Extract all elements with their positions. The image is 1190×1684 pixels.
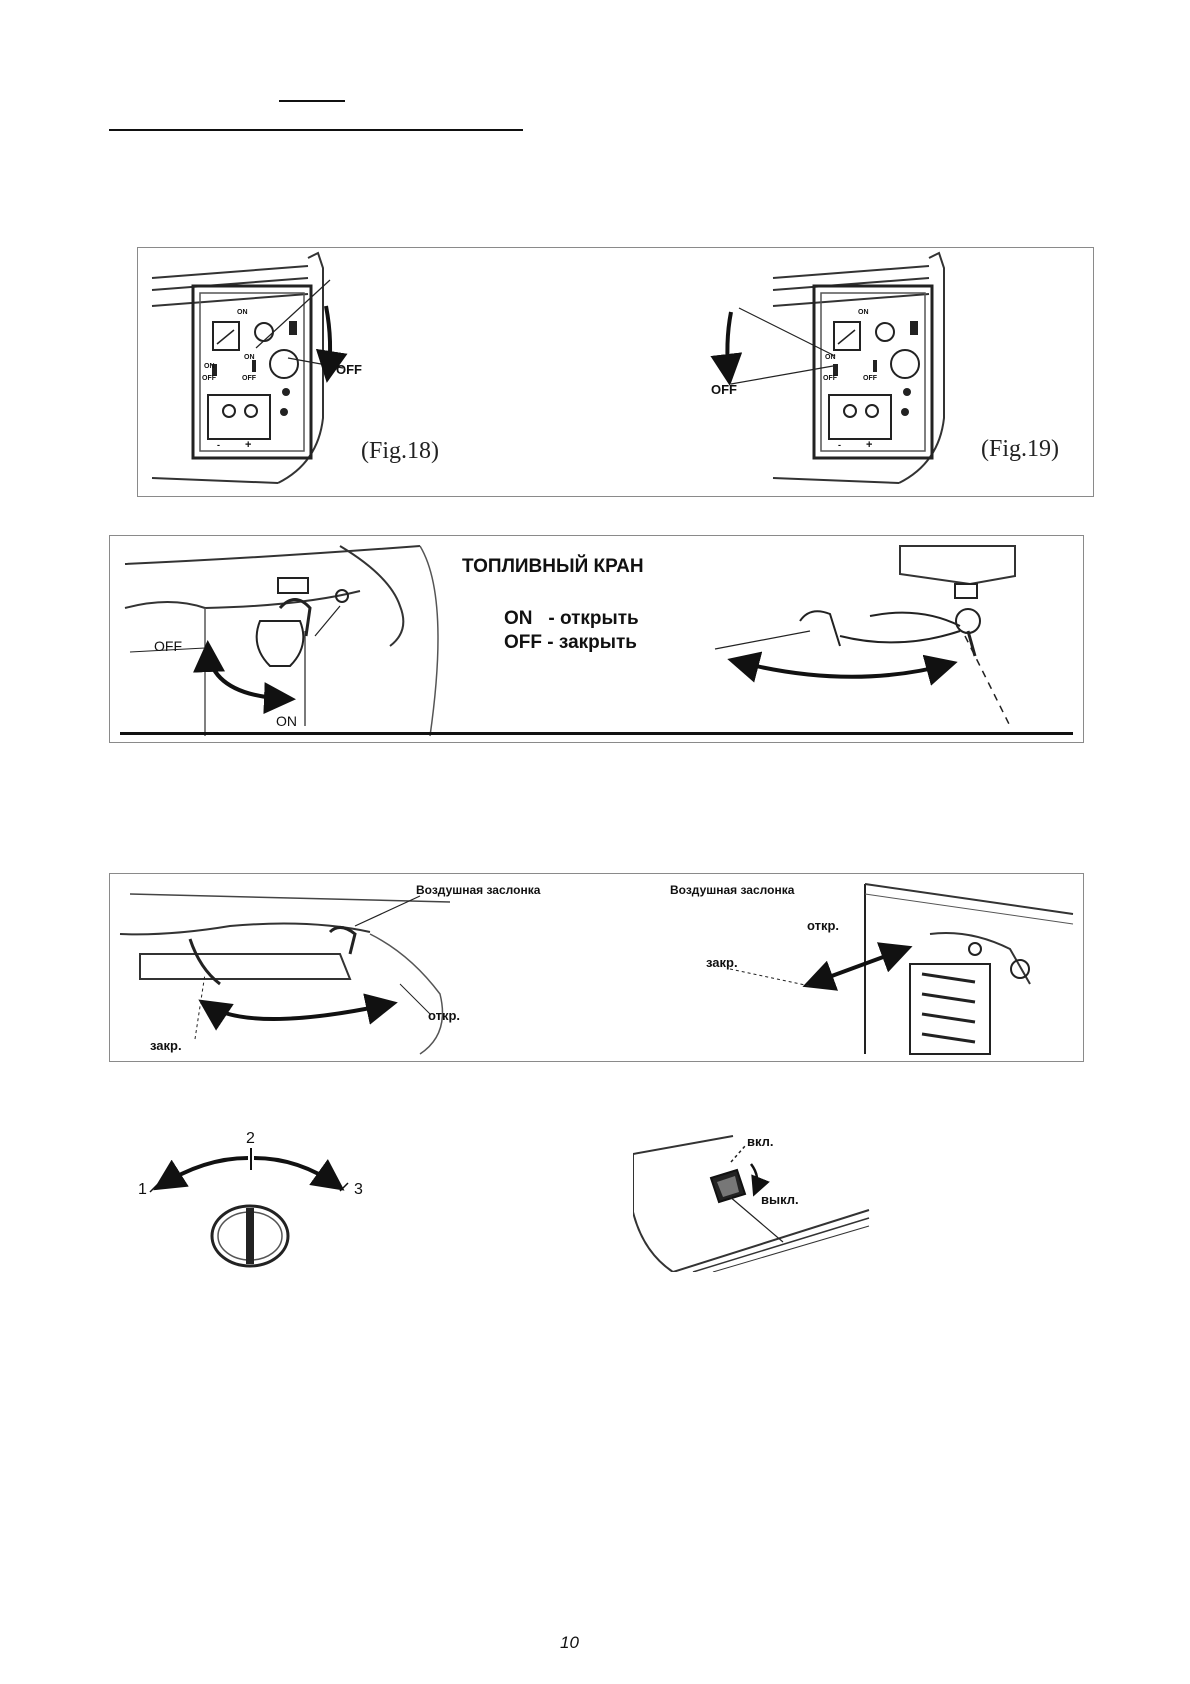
header-short-rule (279, 100, 345, 102)
dial-position-2: 2 (246, 1130, 255, 1147)
fig19-panel-on-label-2: ON (825, 354, 836, 361)
choke-left-closed-label: закр. (150, 1038, 182, 1053)
fig19-panel-off-label-2: OFF (863, 375, 878, 382)
dial-position-3: 3 (354, 1181, 363, 1198)
fig19-generator-drawing: OFF ON ON OFF OFF - + (710, 251, 945, 484)
fuel-valve-figure-frame: OFF ON ТОПЛИВНЫЙ КРАН ON - открыть OFF -… (109, 535, 1084, 743)
fig18-generator-drawing: OFF ON ON ON OFF OFF - + (151, 251, 362, 484)
fuel-valve-on-label: ON (276, 713, 297, 729)
fig19-arrow-off-label: OFF (711, 382, 737, 397)
fuel-valve-on-instruction: ON - открыть (504, 608, 639, 629)
choke-right-drawing: Воздушная заслонка откр. закр. (670, 883, 1074, 1055)
fuel-valve-illustrations: OFF ON ТОПЛИВНЫЙ КРАН ON - открыть OFF -… (120, 545, 1073, 737)
choke-right-closed-label: закр. (706, 955, 738, 970)
fuel-valve-off-label: OFF (154, 638, 182, 654)
fig18-panel-on-label: ON (237, 309, 248, 316)
fig18-minus-label: - (217, 440, 220, 450)
control-panel-figure-frame: OFF ON ON ON OFF OFF - + (Fig.18) (137, 247, 1094, 497)
choke-left-open-label: откр. (428, 1008, 460, 1023)
choke-figure-frame: Воздушная заслонка откр. закр. Воздушная… (109, 873, 1084, 1062)
fig18-plus-label: + (245, 439, 251, 451)
fuel-valve-bottom-rule (120, 732, 1073, 735)
fig19-panel-off-label: OFF (823, 375, 838, 382)
fig19-plus-label: + (866, 439, 872, 451)
fuel-valve-off-instruction: OFF - закрыть (504, 632, 637, 653)
fig18-panel-off-label-2: OFF (242, 375, 257, 382)
fig19-panel-on-label: ON (858, 309, 869, 316)
switch-off-label: выкл. (761, 1192, 799, 1207)
fig19-caption: (Fig.19) (981, 436, 1059, 462)
dial-figure: 2 1 3 (134, 1128, 374, 1268)
choke-right-title: Воздушная заслонка (670, 883, 795, 897)
switch-illustration: вкл. выкл. (633, 1134, 870, 1272)
fuel-valve-right-drawing (714, 545, 1016, 727)
fig19-minus-label: - (838, 440, 841, 450)
page-number: 10 (560, 1633, 579, 1652)
choke-left-title: Воздушная заслонка (416, 883, 541, 897)
fig18-caption: (Fig.18) (361, 438, 439, 464)
choke-illustrations: Воздушная заслонка откр. закр. Воздушная… (119, 883, 1074, 1055)
fig18-panel-on-label-2: ON (244, 354, 255, 361)
fuel-valve-left-drawing: OFF ON (124, 545, 439, 737)
fig18-panel-on-label-3: ON (204, 363, 215, 370)
choke-right-open-label: откр. (807, 918, 839, 933)
fig18-arrow-off-label: OFF (336, 362, 362, 377)
header-long-rule (109, 129, 523, 131)
control-panel-illustrations: OFF ON ON ON OFF OFF - + (Fig.18) (151, 251, 1059, 484)
fig18-panel-off-label: OFF (202, 375, 217, 382)
switch-figure: вкл. выкл. (633, 1122, 885, 1272)
switch-on-label: вкл. (747, 1134, 774, 1149)
choke-left-drawing: Воздушная заслонка откр. закр. (119, 883, 541, 1055)
fuel-valve-title: ТОПЛИВНЫЙ КРАН (462, 555, 644, 577)
dial-illustration: 2 1 3 (138, 1130, 363, 1268)
dial-position-1: 1 (138, 1181, 147, 1198)
